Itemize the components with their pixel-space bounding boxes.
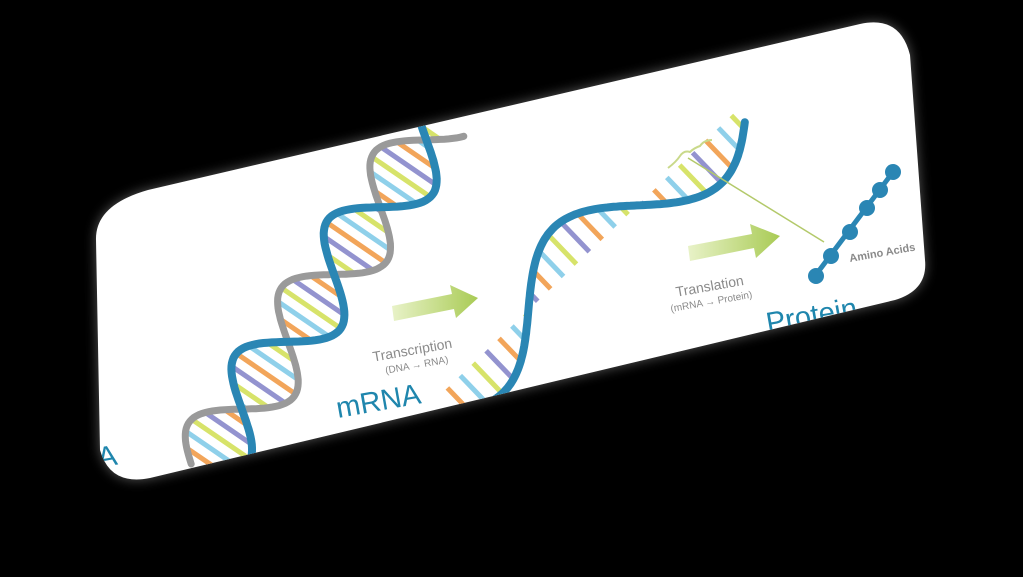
mrna-strand [452, 118, 749, 417]
base-pair [471, 361, 505, 396]
base-pair [690, 150, 724, 185]
dna-label: DNA [54, 440, 121, 482]
diagram-card [95, 22, 926, 480]
base-pair [368, 169, 419, 206]
base-pair [322, 234, 375, 273]
base-pair [497, 336, 523, 363]
base-pair [352, 206, 390, 235]
base-pair [379, 144, 438, 188]
base-pair [664, 175, 691, 202]
amino-acid-chain [808, 164, 901, 284]
base-pair [324, 220, 388, 265]
base-pair [546, 232, 579, 266]
base-pair [279, 285, 343, 331]
base-pair [232, 381, 270, 410]
base-pair [558, 220, 592, 254]
dna-double-helix [181, 99, 468, 480]
base-pair [276, 299, 331, 339]
base-pair [575, 211, 605, 242]
base-pair [190, 417, 252, 462]
base-pair [370, 154, 432, 200]
base-pair [230, 364, 287, 406]
base-pair [716, 126, 742, 152]
base-pair [335, 211, 392, 253]
codon-pointer-line [687, 157, 825, 243]
codon-bracket [667, 139, 825, 243]
base-pair [203, 410, 254, 447]
base-pair [677, 163, 709, 196]
base-pair [484, 349, 516, 381]
translation-arrow [688, 224, 780, 261]
base-pair [291, 277, 346, 317]
mrna-strand-group [445, 113, 749, 417]
base-pair [537, 249, 566, 279]
base-pair [234, 351, 298, 397]
dna-strand-blue [204, 99, 441, 480]
base-pair [247, 343, 300, 382]
dna-strand-gray [181, 132, 468, 468]
base-pair [703, 138, 735, 171]
base-pair [395, 139, 437, 171]
transcription-arrow [392, 285, 478, 321]
